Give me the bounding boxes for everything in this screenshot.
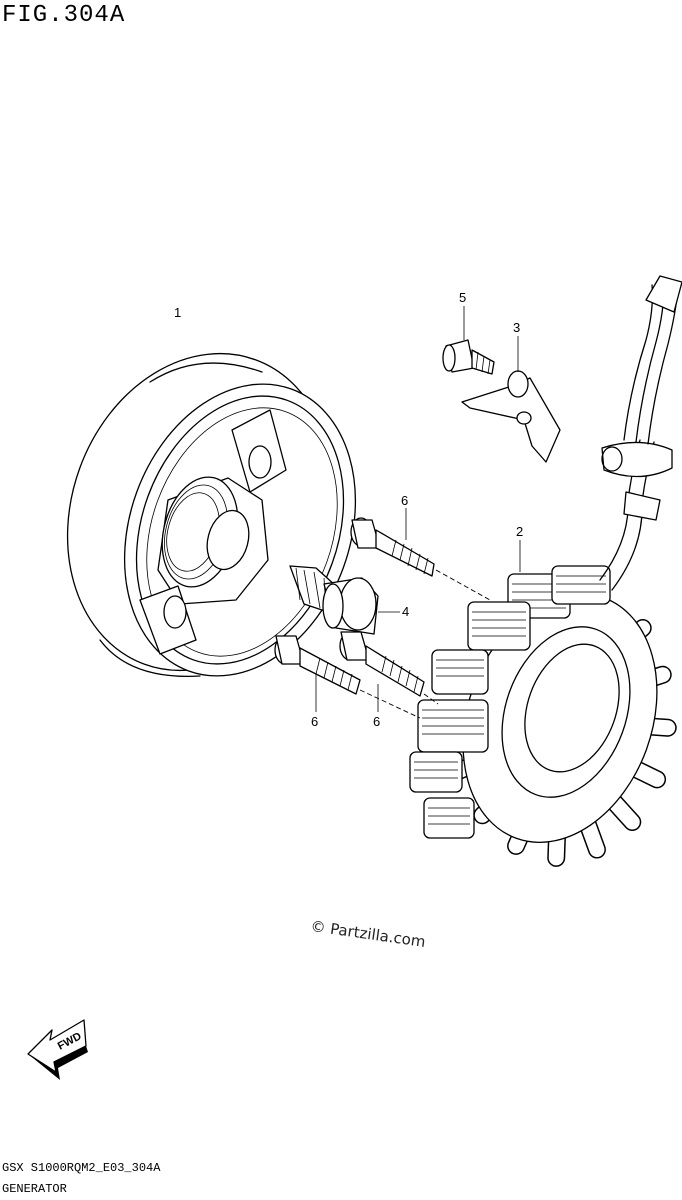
figure-title: FIG.304A (2, 2, 126, 29)
callout-3: 3 (513, 320, 521, 335)
leader-lines (315, 306, 521, 719)
callout-6-top: 6 (401, 493, 409, 508)
callout-2: 2 (516, 524, 524, 539)
stator-bolt-top-drawing (350, 517, 435, 577)
footer-name: GENERATOR (2, 1182, 67, 1196)
callout-5: 5 (459, 290, 467, 305)
stator-drawing (409, 275, 682, 867)
stator-bolts-drawing (274, 517, 435, 697)
stator-bolt-lower-right-drawing (339, 631, 425, 697)
stator-bolt-lower-left-drawing (274, 635, 361, 695)
stator-tooth-fill (606, 793, 640, 830)
fwd-arrow: FWD (27, 1019, 88, 1080)
callout-6-lower-left: 6 (311, 714, 319, 729)
footer-code: GSX S1000RQM2_E03_304A (2, 1161, 161, 1175)
clamp-bolt-drawing (442, 339, 495, 375)
callout-4: 4 (402, 604, 410, 619)
rotor-bolt-drawing (289, 565, 379, 635)
callout-1: 1 (174, 305, 182, 320)
callout-6-lower-right: 6 (373, 714, 381, 729)
stator-tooth-fill (579, 815, 605, 858)
clamp-drawing (461, 370, 561, 463)
rotor-drawing (66, 352, 357, 678)
